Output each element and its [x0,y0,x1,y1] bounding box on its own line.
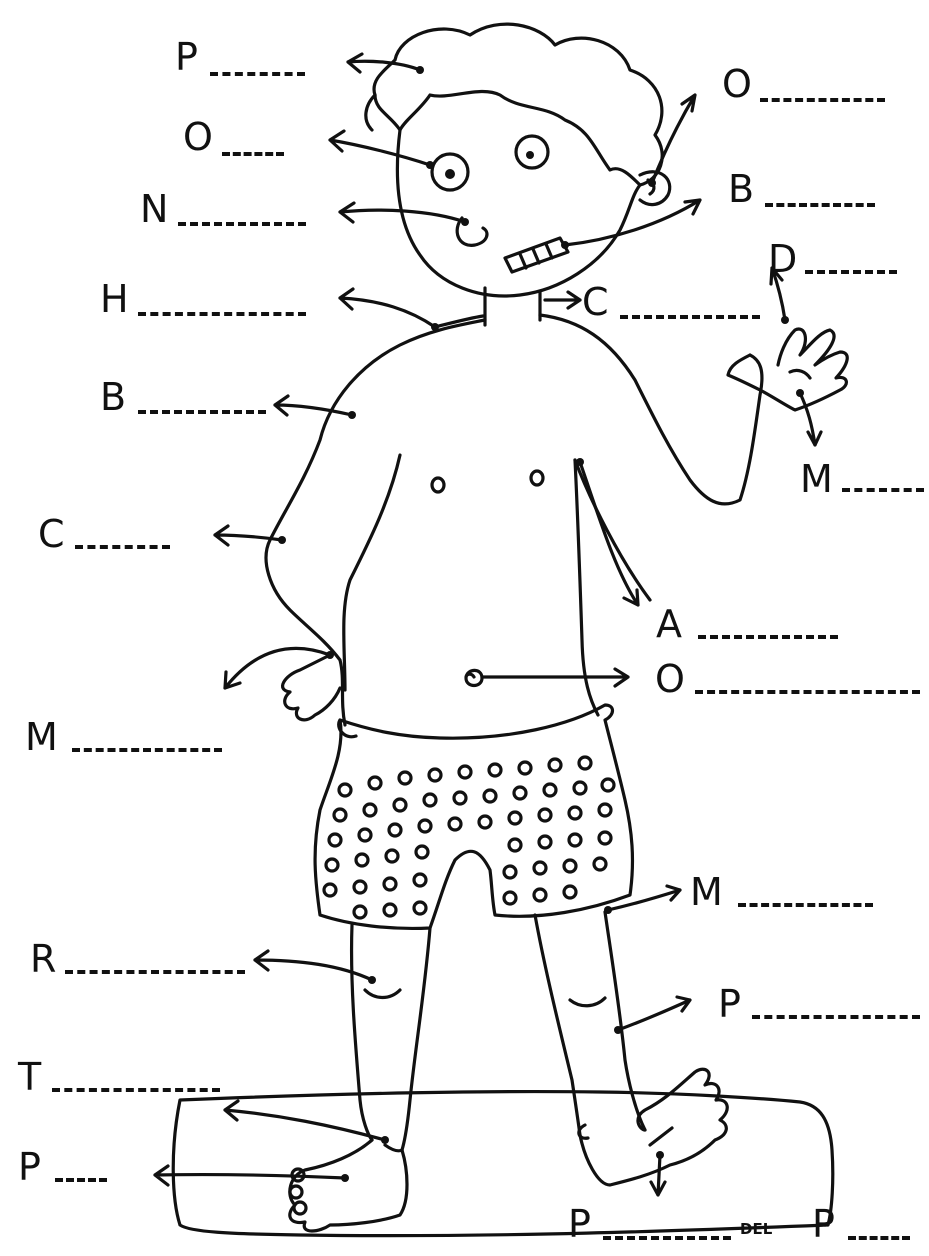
answer-blank-oreja[interactable] [760,98,885,102]
answer-blank-brazo[interactable] [138,410,266,414]
shorts [315,705,632,928]
label-pie: P [18,1148,42,1186]
label-muneca: M [800,460,834,498]
label-pierna: P [718,985,742,1023]
left-hand [283,655,340,720]
answer-blank-muneca[interactable] [842,488,924,492]
label-tobillo: T [18,1058,42,1096]
answer-blank-muslo[interactable] [738,903,873,907]
torso [266,320,485,725]
label-axila: A [656,605,683,643]
label-ojo: O [183,118,214,156]
left-foot [290,1140,407,1231]
label-codo: C [38,515,66,553]
answer-blank-tobillo[interactable] [52,1088,220,1092]
label-ombligo: O [655,660,686,698]
answer-blank-codo[interactable] [75,545,170,549]
answer-blank-boca[interactable] [765,203,875,207]
answer-blank-dedo[interactable] [805,270,897,274]
answer-blank-ojo[interactable] [222,152,284,156]
answer-blank-planta-2[interactable] [848,1236,910,1240]
label-boca: B [728,170,755,208]
label-nariz: N [140,190,169,228]
label-planta-last: P [812,1205,836,1243]
label-oreja: O [722,65,753,103]
answer-blank-cuello[interactable] [620,315,760,319]
answer-blank-hombro[interactable] [138,312,306,316]
shorts-pattern [324,757,614,918]
mat [173,1092,833,1236]
label-dedo: D [768,240,798,278]
label-cuello: C [582,283,610,321]
label-planta-first: P [568,1205,592,1243]
answer-blank-pie[interactable] [55,1178,107,1182]
label-rodilla: R [30,940,57,978]
answer-blank-nariz[interactable] [178,222,306,226]
label-hombro: H [100,280,130,318]
label-brazo: B [100,378,127,416]
right-foot [580,1069,727,1185]
right-hand [728,329,847,410]
label-muslo: M [690,873,724,911]
left-leg [352,925,430,1150]
answer-blank-mano[interactable] [72,748,222,752]
answer-blank-pierna[interactable] [752,1015,920,1019]
right-leg [535,912,645,1135]
label-mano: M [25,718,59,756]
answer-blank-axila[interactable] [698,635,838,639]
label-pelo: P [175,38,199,76]
label-planta-del: DEL [740,1222,772,1237]
answer-blank-pelo[interactable] [210,72,305,76]
answer-blank-planta-1[interactable] [603,1236,731,1240]
answer-blank-rodilla[interactable] [65,970,245,974]
answer-blank-ombligo[interactable] [695,690,920,694]
